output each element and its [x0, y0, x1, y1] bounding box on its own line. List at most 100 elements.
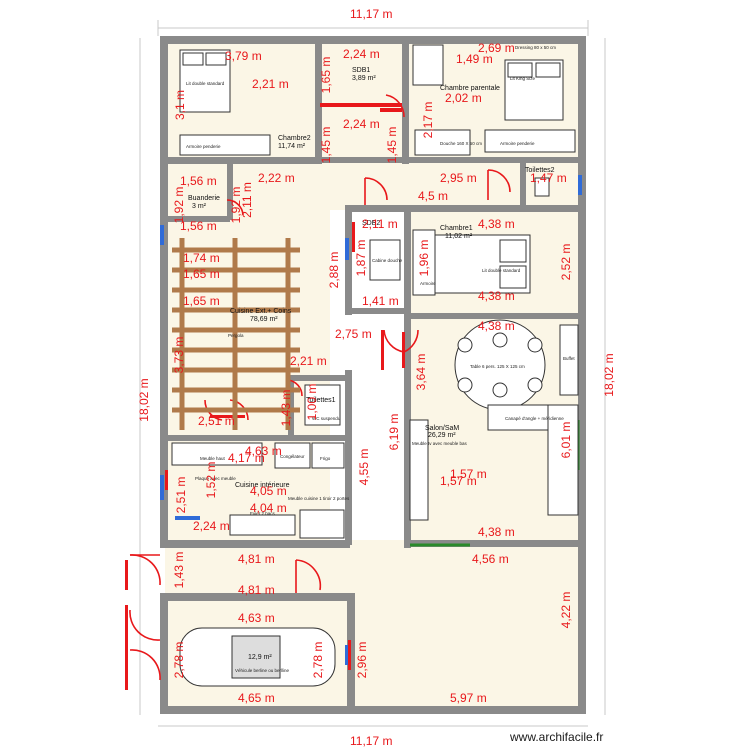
plan-label: 6,19 m [387, 414, 401, 451]
plan-label: Frigo [320, 456, 331, 461]
plan-label: 1,43 m [172, 552, 186, 589]
windows-blue [160, 175, 582, 665]
plan-label: 4,81 m [238, 583, 275, 597]
plan-label: 1,41 m [362, 294, 399, 308]
dim-left: 18,02 m [137, 378, 151, 421]
plan-label: Canapé d'angle + méridienne [505, 416, 564, 421]
wc-toil2 [534, 177, 550, 197]
plan-label: 1,49 m [456, 52, 493, 66]
wardrobe-chambre2 [179, 134, 271, 156]
plan-label: 1,74 m [183, 251, 220, 265]
room-chambre2-area: 11,74 m² [278, 143, 306, 150]
plan-label: Meuble haut [200, 456, 226, 461]
frigo [311, 442, 345, 469]
room-salon-area: 26,29 m² [428, 432, 456, 439]
wc-toil1 [304, 384, 341, 426]
plan-label: 1,65 m [319, 57, 333, 94]
plan-label: 2,52 m [559, 244, 573, 281]
evier [229, 514, 296, 536]
plan-label: 4,04 m [250, 501, 287, 515]
room-sdb1: SDB1 [352, 67, 370, 74]
plan-label: 2,78 m [311, 642, 325, 679]
plan-label: 1,52 m [204, 462, 218, 499]
plan-label: 5,97 m [450, 691, 487, 705]
plan-label: 2,96 m [355, 642, 369, 679]
plan-label: 1,00 m [305, 384, 319, 421]
plan-label: 1,92 m [172, 187, 186, 224]
room-chambre-parentale: Chambre parentale [440, 85, 500, 92]
plan-label: 2,75 m [335, 327, 372, 341]
plan-label: Lit double standard [186, 81, 225, 86]
plan-label: 1,57 m [450, 467, 487, 481]
plan-label: 2,78 m [172, 642, 186, 679]
plan-label: 6,01 m [559, 422, 573, 459]
plan-label: 1,56 m [180, 174, 217, 188]
plan-label: 1,47 m [530, 171, 567, 185]
plan-label: 2,17 m [421, 102, 435, 139]
doors [129, 94, 511, 681]
plan-label: 3,1 m [173, 90, 187, 120]
room-cuisine-int: Cuisine intérieure [235, 482, 290, 489]
plan-label: Evier 2 bacs [250, 511, 276, 516]
plan-label: 2,11 m [362, 217, 398, 231]
room-cuisine-ext: Cuisine Ext.+ Coins [230, 308, 292, 315]
plan-label: 4,38 m [478, 319, 515, 333]
plan-label: 4,65 m [238, 691, 275, 705]
plan-label: 2,21 m [252, 77, 289, 91]
plan-label: 4,56 m [472, 552, 509, 566]
plan-label: 2,11 m [240, 182, 254, 218]
plan-label: 1,96 m [417, 240, 431, 277]
room-salon: Salon/SaM [425, 425, 459, 432]
dim-bottom: 11,17 m [350, 734, 392, 748]
room-buanderie: Buanderie [188, 195, 220, 202]
shower-sdb2 [369, 239, 401, 281]
plan-label: 4,63 m [245, 444, 282, 458]
plan-label: 1,92 m [229, 187, 243, 224]
room-garage-area: 12,9 m² [248, 654, 272, 661]
plan-label: 4,81 m [238, 552, 275, 566]
plan-label: Congélateur [280, 454, 305, 459]
plan-label: 1,65 m [183, 267, 220, 281]
tv-unit [409, 419, 429, 521]
plan-label: 1,56 m [180, 219, 217, 233]
plan-label: 2,24 m [193, 519, 230, 533]
plan-label: Armoire penderie [500, 141, 535, 146]
plan-label: Meuble tv avec meuble bas [412, 441, 468, 446]
shower-parent [414, 129, 471, 156]
plan-label: 2,51 m [174, 477, 188, 514]
room-sdb1-area: 3,89 m² [352, 75, 376, 82]
plan-label: 4,5 m [418, 189, 448, 203]
plan-label: 3,79 m [225, 49, 262, 63]
plan-label: 4,22 m [559, 592, 573, 629]
room-buanderie-area: 3 m² [192, 203, 207, 210]
plan-label: Lit King Size [510, 76, 536, 81]
plan-label: 2,21 m [290, 354, 327, 368]
room-chambre2: Chambre2 [278, 135, 311, 142]
plan-label: Dressing 80 x 50 cm [515, 45, 556, 50]
pergola [172, 238, 300, 430]
plan-label: 4,17 m [228, 451, 265, 465]
plan-label: 1,65 m [183, 294, 220, 308]
wardrobe-parent [484, 129, 576, 153]
watermark: www.archifacile.fr [509, 730, 603, 744]
plan-label: Véhicule berline ou berlline [235, 668, 290, 673]
plan-label: Plaque avec meuble [195, 476, 236, 481]
plan-label: Table 6 pers. 125 X 125 cm [470, 364, 525, 369]
plan-label: 2,51 m [198, 414, 235, 428]
plan-label: 1,43 m [279, 390, 293, 427]
plan-label: 2,69 m [478, 41, 515, 55]
plan-label: WC suspendu [312, 416, 341, 421]
buffet [559, 324, 579, 396]
meuble-cuisine [299, 509, 345, 539]
plan-label: Pergola [228, 333, 244, 338]
plan-label: Douche 160 X 50 cm [440, 141, 482, 146]
plan-label: 2,95 m [440, 171, 477, 185]
room-toilettes1: Toilettes1 [306, 397, 336, 404]
plan-label: 4,38 m [478, 525, 515, 539]
plan-label: Buffet [563, 356, 575, 361]
plan-label: 3,64 m [414, 354, 428, 391]
plan-label: 2,24 m [343, 47, 380, 61]
plan-label: 2,24 m [343, 117, 380, 131]
congelateur [274, 442, 311, 469]
